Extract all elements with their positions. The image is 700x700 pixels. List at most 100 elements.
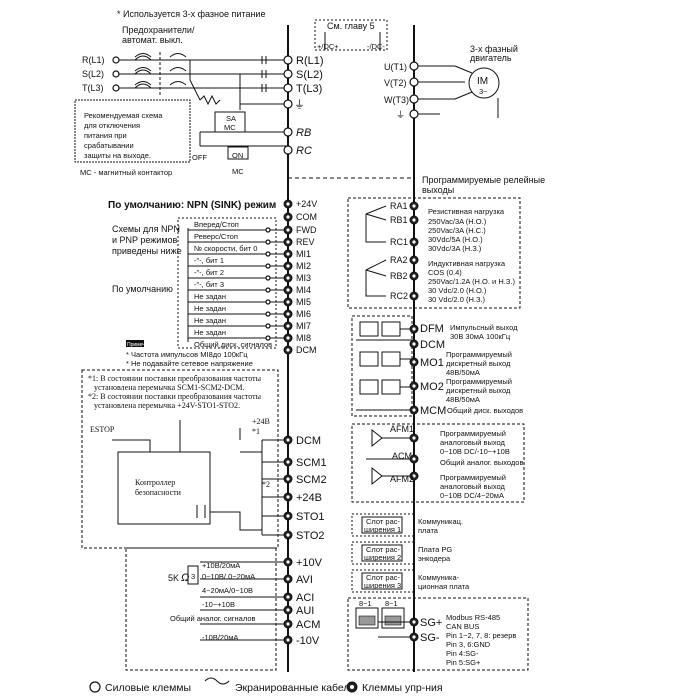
slot2-desc-2: энкодера <box>418 554 451 563</box>
terminal-u <box>409 61 419 71</box>
afm2-label: AFM2 <box>390 474 414 484</box>
input-r: R(L1) <box>82 55 105 65</box>
afm2-text-1: Программируемый <box>440 473 506 482</box>
relay2-text-3: 250Vac/1.2A (Н.О. и Н.З.) <box>428 277 515 286</box>
relay1-text-1: Резистивная нагрузка <box>428 207 505 216</box>
terminal-s-label: S(L2) <box>296 69 323 81</box>
ai-label: 4~20мА/0~10В <box>202 586 253 595</box>
slot3-label-2: ширения 3 <box>364 581 401 590</box>
rec-note-5: защиты на выходе. <box>84 151 151 160</box>
analog-outputs: AFM1 Программируемый аналоговый выход 0~… <box>351 423 525 503</box>
mo1-text-2: дискретный выход <box>446 359 511 368</box>
acm-out-text: Общий аналог. выходов <box>440 458 523 467</box>
terminal-v-label: V(T2) <box>384 78 407 88</box>
ai-label: Общий аналог. сигналов <box>170 614 255 623</box>
legend-power: Силовые клеммы <box>105 682 191 694</box>
terminal-t-label: T(L3) <box>296 83 322 95</box>
di-function-label: -"-, бит 3 <box>194 280 224 289</box>
port2-pins: 8~1 <box>385 599 398 608</box>
input-t-terminal <box>112 84 120 92</box>
terminal-ground <box>283 99 293 109</box>
npn-pnp-2: и PNP режимов <box>112 235 178 245</box>
safety-note1-2: установлена перемычка SCM1-SCM2-DCM. <box>94 383 245 392</box>
terminal-t <box>283 83 293 93</box>
slot2-label-2: ширения 2 <box>364 553 401 562</box>
afm2-text-3: 0~10В DC/4~20мА <box>440 491 504 500</box>
di-function-label: -"-, бит 1 <box>194 256 224 265</box>
ai-label: +10В/20мА <box>202 561 240 570</box>
rec-note-1: Рекомендуемая схема <box>84 111 163 120</box>
ai-terminal-label: ACI <box>296 592 314 604</box>
pot-wiper-mark: 3 <box>191 572 195 581</box>
pulse-freq-note: * Частота импульсов MI8до 100кГц <box>126 350 248 359</box>
relay2-text-5: 30 Vdc/2.0 (Н.З.) <box>428 295 486 304</box>
motor-phase: 3~ <box>479 87 488 96</box>
ai-terminal-label: -10V <box>296 635 320 647</box>
terminal-s <box>283 69 293 79</box>
terminal-motor-ground-label: ⏚ <box>396 110 405 120</box>
safety-terminal-label: SCM1 <box>296 457 327 469</box>
input-r-terminal <box>112 56 120 64</box>
di-function-label: № скорости, бит 0 <box>194 244 257 253</box>
power-terminals: R(L1) S(L2) T(L3) ⏚ <box>240 55 324 111</box>
slot1-desc-1: Коммуникац. <box>418 517 463 526</box>
relay-label: RA1 <box>390 201 408 211</box>
recommended-note-box <box>74 99 191 163</box>
npn-pnp-1: Схемы для NPN <box>112 224 180 234</box>
safety-terminal-label: STO1 <box>296 511 325 523</box>
di-terminal-label: MI1 <box>296 249 311 259</box>
see-chapter-5: См. главу 5 <box>327 21 375 31</box>
terminal-u-label: U(T1) <box>384 62 407 72</box>
input-t: T(L3) <box>82 83 104 93</box>
note-label: Примечание <box>127 342 156 348</box>
rec-note-3: питания при <box>84 131 127 140</box>
three-phase-note: * Используется 3-х фазное питание <box>117 9 265 19</box>
legend-shielded-icon <box>204 677 230 685</box>
comm-text-2: CAN BUS <box>446 622 479 631</box>
safety-note2-1: *2: В состоянии поставки преобразования … <box>88 392 262 401</box>
afm1-text-3: 0~10В DC/-10~+10В <box>440 447 510 456</box>
communication: 8~1 8~1 SG+ SG- Modbus RS-485 CAN BUS Pi… <box>347 597 529 671</box>
no-voltage-note: * Не подавайте сетевое напряжение <box>126 359 253 368</box>
di-terminal-label: FWD <box>296 225 317 235</box>
motor-group: U(T1) V(T2) W(T3) ⏚ IM 3~ 3-х фазный дви… <box>384 44 518 120</box>
di-function-label: Реверс/Стоп <box>194 232 238 241</box>
afm1-label: AFM1 <box>390 424 414 434</box>
relay2-text-1: Индуктивная нагрузка <box>428 259 506 268</box>
di-terminal-label: MI8 <box>296 333 311 343</box>
safety-terminal-label: DCM <box>296 435 321 447</box>
dc-minus-terminal: -/DC- <box>367 42 385 51</box>
legend: Силовые клеммы Экранированные кабели Кле… <box>89 677 443 694</box>
relay-label: RA2 <box>390 255 408 265</box>
slot2-desc-1: Плата PG <box>418 545 452 554</box>
di-terminal-label: MI7 <box>296 321 311 331</box>
di-terminal-label: MI2 <box>296 261 311 271</box>
dc-bus-box <box>314 19 388 51</box>
di-function-label: Общий диск. сигналов <box>194 340 272 349</box>
relay-title-2: выходы <box>422 185 454 195</box>
relay2-text-4: 30 Vdc/2.0 (Н.О.) <box>428 286 487 295</box>
motor-symbol <box>468 67 500 99</box>
ai-terminal-label: ACM <box>296 619 320 631</box>
ai-terminal-label: AUI <box>296 605 314 617</box>
di-function-label: Не задан <box>194 292 226 301</box>
safety-note2-2: установлена перемычка +24V-STO1-STO2. <box>94 401 240 410</box>
acm-out-label: ACM <box>392 451 412 461</box>
estop-label: ESTOP <box>90 425 115 434</box>
by-default: По умолчанию <box>112 284 173 294</box>
off-label: OFF <box>192 153 207 162</box>
relay1-text-3: 250Vac/3A (Н.С.) <box>428 226 486 235</box>
di-terminal-label: DCM <box>296 345 317 355</box>
fuses-note-2: автомат. выкл. <box>122 35 183 45</box>
sg-plus-label: SG+ <box>420 617 442 629</box>
afm1-text-1: Программируемый <box>440 429 506 438</box>
motor-label-1: 3-х фазный <box>470 44 518 54</box>
relay1-text-4: 30Vdc/5A (Н.О.) <box>428 235 483 244</box>
pot-label: 5K <box>168 573 179 583</box>
relay-label: RB1 <box>390 215 408 225</box>
rec-note-2: для отключения <box>84 121 140 130</box>
comm-text-3: Pin 1~2, 7, 8: резерв <box>446 631 516 640</box>
di-function-label: Не задан <box>194 328 226 337</box>
mo2-text-2: дискретный выход <box>446 386 511 395</box>
controller-label-1: Контроллер <box>135 478 175 487</box>
